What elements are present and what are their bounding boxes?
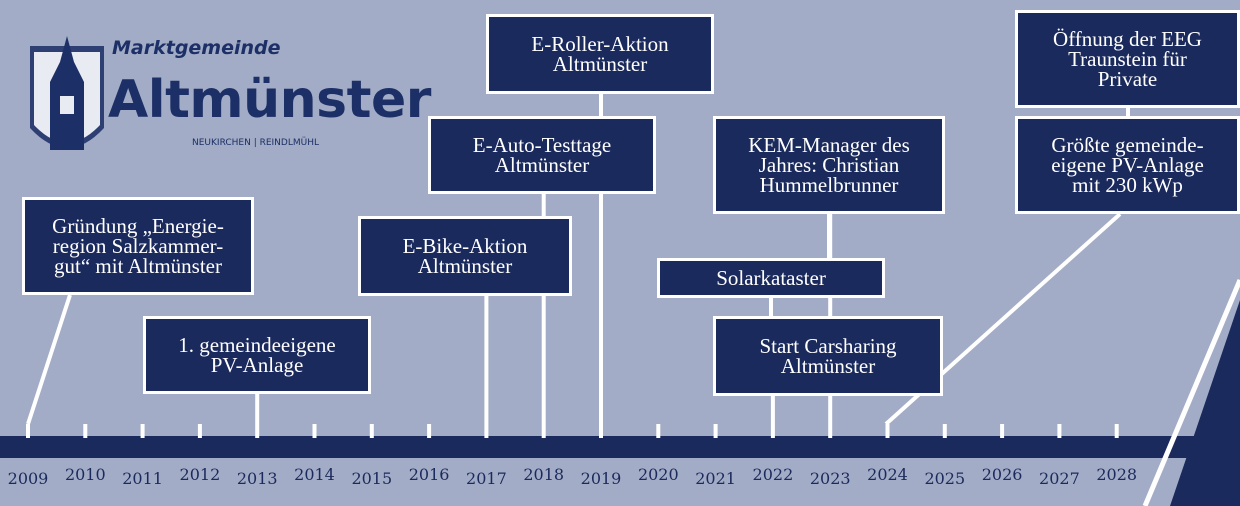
year-label-2011: 2011 <box>122 469 163 488</box>
milestone-text-line: PV-Anlage <box>210 353 304 377</box>
milestone-text-line: Traunstein für <box>1068 47 1187 71</box>
logo-subtitle: NEUKIRCHEN | REINDLMÜHL <box>192 138 319 148</box>
milestone-text-line: mit 230 kWp <box>1072 173 1183 197</box>
year-tick-2023 <box>828 424 833 438</box>
logo: Marktgemeinde Altmünster NEUKIRCHEN | RE… <box>22 22 431 172</box>
year-label-2025: 2025 <box>924 469 965 488</box>
timeline-band <box>0 436 1240 458</box>
year-tick-2010 <box>83 424 88 438</box>
year-label-2022: 2022 <box>753 465 794 484</box>
milestone-text-line: Altmünster <box>552 52 648 76</box>
year-tick-2016 <box>427 424 432 438</box>
year-label-2009: 2009 <box>8 469 49 488</box>
corner-stripe <box>1142 279 1240 506</box>
milestone-text-line: Öffnung der EEG <box>1053 27 1202 51</box>
milestone-text-line: E-Bike-Aktion <box>402 234 528 258</box>
milestone-text-line: Größte gemeinde- <box>1051 133 1204 157</box>
coat-of-arms-icon <box>30 36 104 150</box>
logo-marktgemeinde: Marktgemeinde <box>112 37 281 59</box>
year-label-2020: 2020 <box>638 465 679 484</box>
year-label-2027: 2027 <box>1039 469 1080 488</box>
year-tick-2025 <box>942 424 947 438</box>
milestone-text-line: Private <box>1097 67 1158 91</box>
year-label-2012: 2012 <box>180 465 221 484</box>
corner-decoration <box>1170 300 1240 506</box>
year-label-2021: 2021 <box>695 469 736 488</box>
milestone-text-line: Gründung „Energie- <box>52 214 224 238</box>
milestone-text-line: Altmünster <box>780 354 876 378</box>
year-tick-2022 <box>770 424 775 438</box>
milestone-text-line: gut“ mit Altmünster <box>54 254 222 278</box>
logo-altmuenster: Altmünster <box>108 70 431 130</box>
milestone-text-line: Start Carsharing <box>759 334 897 358</box>
year-tick-2015 <box>369 424 374 438</box>
milestone-text-line: E-Roller-Aktion <box>531 32 669 56</box>
year-label-2028: 2028 <box>1096 465 1137 484</box>
milestone-text-line: Hummelbrunner <box>759 173 899 197</box>
milestone-text-line: Jahres: Christian <box>758 153 900 177</box>
year-tick-2012 <box>197 424 202 438</box>
year-tick-2013 <box>255 424 260 438</box>
milestone-solarkataster: Solarkataster <box>657 258 885 298</box>
milestone-energieregion: Gründung „Energie-region Salzkammer-gut“… <box>22 197 254 295</box>
milestone-text-line: region Salzkammer- <box>52 234 224 258</box>
year-label-2010: 2010 <box>65 465 106 484</box>
year-tick-2009 <box>26 424 30 438</box>
year-tick-2024 <box>885 424 890 438</box>
year-label-2024: 2024 <box>867 465 908 484</box>
year-tick-2021 <box>713 424 718 438</box>
year-tick-2017 <box>484 424 489 438</box>
year-label-2015: 2015 <box>351 469 392 488</box>
year-label-2013: 2013 <box>237 469 278 488</box>
year-label-2016: 2016 <box>409 465 450 484</box>
milestone-text-line: Altmünster <box>494 153 590 177</box>
milestone-text-line: Altmünster <box>417 254 513 278</box>
year-tick-2018 <box>541 424 546 438</box>
milestone-text-line: Solarkataster <box>716 266 826 290</box>
year-label-2018: 2018 <box>523 465 564 484</box>
year-tick-2011 <box>140 424 145 438</box>
milestone-text-line: 1. gemeindeeigene <box>178 333 336 357</box>
year-label-2026: 2026 <box>982 465 1023 484</box>
year-label-2019: 2019 <box>581 469 622 488</box>
year-tick-2014 <box>312 424 317 438</box>
year-tick-2019 <box>599 424 603 438</box>
year-tick-2028 <box>1114 424 1119 438</box>
year-tick-2027 <box>1057 424 1062 438</box>
milestone-text-line: KEM-Manager des <box>748 133 910 157</box>
year-label-2023: 2023 <box>810 469 851 488</box>
connector-energieregion <box>26 294 72 425</box>
year-label-2014: 2014 <box>294 465 335 484</box>
milestone-text-line: eigene PV-Anlage <box>1051 153 1204 177</box>
year-tick-2020 <box>656 424 661 438</box>
milestone-text-line: E-Auto-Testtage <box>472 133 612 157</box>
year-tick-2026 <box>1000 424 1005 438</box>
year-label-2017: 2017 <box>466 469 507 488</box>
